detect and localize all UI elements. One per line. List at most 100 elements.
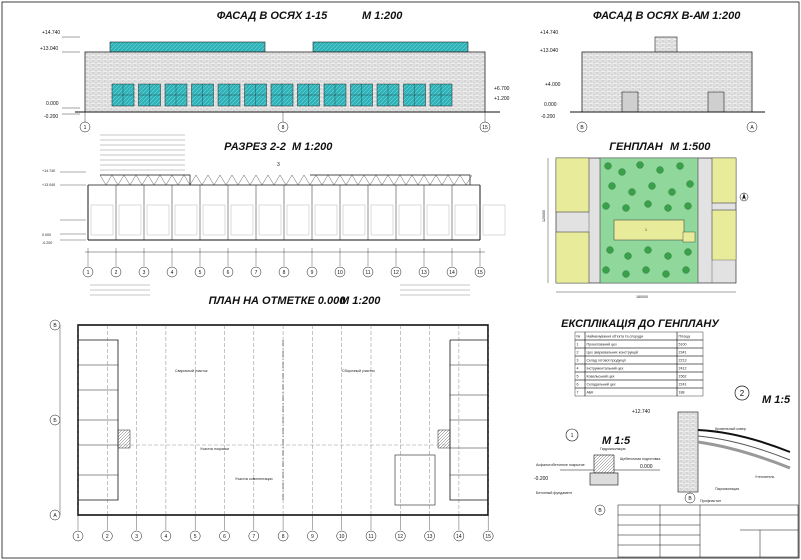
va-level-ground: -0.200 <box>541 114 555 120</box>
tree-icon <box>604 162 612 170</box>
table-cell: АБК <box>587 391 595 395</box>
room-mid: Участок покраски <box>200 447 229 451</box>
level-cornice: +13.040 <box>40 46 58 52</box>
tree-icon <box>662 270 670 278</box>
tree-icon <box>644 200 652 208</box>
explication-title: ЕКСПЛІКАЦІЯ ДО ГЕНПЛАНУ <box>561 318 720 330</box>
genplan-scale: М 1:500 <box>670 141 711 153</box>
plan-axis-label: 13 <box>427 534 433 540</box>
tree-icon <box>602 266 610 274</box>
section-2-2: РАЗРЕЗ 2-2 М 1:200 3 +14.740 +13.040 0.0… <box>42 134 506 296</box>
table-cell: 1 <box>577 343 579 347</box>
node1-label-1: Гидроизоляция <box>600 447 625 451</box>
tree-icon <box>682 266 690 274</box>
facade-axis-a: А <box>750 125 754 131</box>
tree-icon <box>618 168 626 176</box>
plan-axis-label: 14 <box>456 534 462 540</box>
table-cell: 7 <box>577 391 579 395</box>
va-level-top: +14.740 <box>540 30 558 36</box>
plan-axis-label: 12 <box>398 534 404 540</box>
room-left: Сварочный участок <box>175 369 208 373</box>
room-right: Сборочный участок <box>342 369 375 373</box>
va-level-mid: +4.000 <box>545 82 561 88</box>
tree-icon <box>664 204 672 212</box>
table-cell: 2412 <box>679 367 687 371</box>
tree-icon <box>636 161 644 169</box>
table-cell: Цех зварювальних конструкцій <box>587 351 638 355</box>
tree-icon <box>628 188 636 196</box>
plan-axis-label: 5 <box>194 534 197 540</box>
table-cell: 5 <box>577 375 579 379</box>
title-block <box>617 504 799 558</box>
node-1: 1 М 1:5 В Гидроизоляция Асфальтобетонное… <box>534 428 660 516</box>
section-axis-label: 12 <box>393 270 399 276</box>
facade-1-15-scale: М 1:200 <box>362 10 403 22</box>
node2-label-1: Кровельный ковер <box>715 427 746 431</box>
node2-label-4: Профнастил <box>700 499 721 503</box>
svg-text:В: В <box>598 508 602 514</box>
floor-plan: ПЛАН НА ОТМЕТКЕ 0.000 М 1:200 Сварочный … <box>49 295 494 542</box>
node1-level2: 0.000 <box>640 464 653 470</box>
plan-axis-label: 8 <box>282 534 285 540</box>
facade-axis-1: 1 <box>84 125 87 131</box>
section-marker: 3 <box>277 162 280 168</box>
table-cell: Інструментальний цех <box>587 367 624 371</box>
table-cell: 5100 <box>679 343 687 347</box>
facade-1-15-title: ФАСАД В ОСЯХ 1-15 <box>217 10 328 22</box>
plan-axis-label: 9 <box>311 534 314 540</box>
tree-icon <box>684 248 692 256</box>
plan-axis-label: 15 <box>485 534 491 540</box>
facade-window-row <box>111 83 453 107</box>
plan-axis-label: 4 <box>165 534 168 540</box>
tree-icon <box>664 252 672 260</box>
table-cell: 6 <box>577 383 579 387</box>
table-cell: 1562 <box>679 375 687 379</box>
table-cell: Ковальський цех <box>587 375 615 379</box>
tree-icon <box>684 202 692 210</box>
table-cell: 4 <box>577 367 579 371</box>
plan-axis-label: 1 <box>77 534 80 540</box>
section-axis-label: 7 <box>255 270 258 276</box>
svg-text:+13.040: +13.040 <box>42 183 55 187</box>
tree-icon <box>624 252 632 260</box>
table-cell: Склад готової продукції <box>587 359 626 363</box>
plan-axis-left: Б <box>53 418 57 424</box>
table-cell: Проектований цех <box>587 343 618 347</box>
section-axis-label: 15 <box>477 270 483 276</box>
node2-label-3: Пароизоляция <box>715 487 739 491</box>
section-axis-label: 4 <box>171 270 174 276</box>
tree-icon <box>642 266 650 274</box>
section-axis-label: 1 <box>87 270 90 276</box>
section-axis-label: 11 <box>365 270 370 276</box>
node1-label-2: Асфальтобетонное покрытие <box>536 463 585 467</box>
plan-axis-label: 7 <box>252 534 255 540</box>
section-axis-label: 9 <box>311 270 314 276</box>
facade-v-a-title: ФАСАД В ОСЯХ В-А <box>593 10 701 22</box>
plan-axis-label: 10 <box>339 534 345 540</box>
va-level-cornice: +13.040 <box>540 48 558 54</box>
section-axis-label: 8 <box>283 270 286 276</box>
tree-icon <box>622 270 630 278</box>
level-ground: -0.200 <box>44 114 58 120</box>
table-cell: 2341 <box>679 351 687 355</box>
level-window-sill: +1.200 <box>494 96 510 102</box>
tree-icon <box>686 180 694 188</box>
svg-text:1: 1 <box>645 228 647 232</box>
tree-icon <box>608 182 616 190</box>
node2-label-2: Утеплитель <box>755 475 775 479</box>
table-cell: 2241 <box>679 383 687 387</box>
node1-label-4: Бетонный фундамент <box>536 491 573 495</box>
table-cell: Складальний цех <box>587 383 616 387</box>
node1-level: -0.200 <box>534 476 548 482</box>
tree-icon <box>648 182 656 190</box>
tree-icon <box>622 204 630 212</box>
section-axis-label: 13 <box>421 270 427 276</box>
table-cell: 188 <box>679 391 685 395</box>
section-axis-label: 14 <box>449 270 455 276</box>
plan-axis-label: 2 <box>106 534 109 540</box>
tree-icon <box>656 166 664 174</box>
section-title: РАЗРЕЗ 2-2 <box>224 141 286 153</box>
plan-axis-left: А <box>53 513 57 519</box>
